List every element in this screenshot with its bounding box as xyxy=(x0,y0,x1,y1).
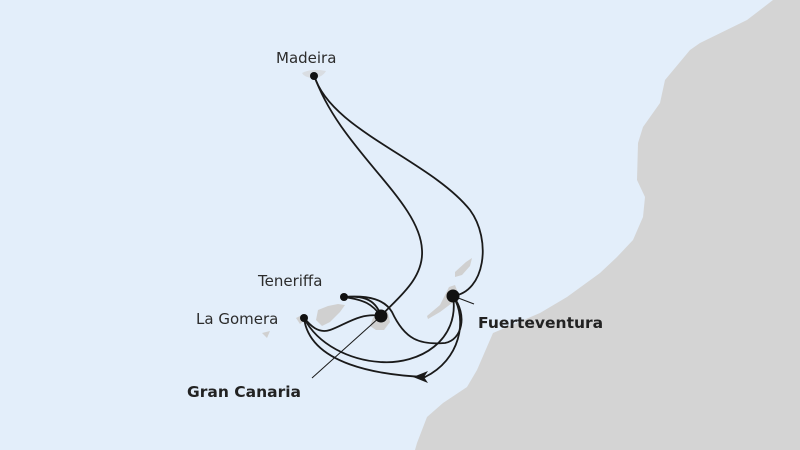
port-label-la-gomera: La Gomera xyxy=(196,310,279,328)
arrowhead-icon xyxy=(413,371,428,383)
port-label-teneriffa: Teneriffa xyxy=(258,272,323,290)
island-el-hierro xyxy=(262,331,270,338)
port-label-madeira: Madeira xyxy=(276,49,337,67)
island-tenerife xyxy=(316,304,345,326)
port-marker-gran-canaria[interactable] xyxy=(374,309,388,323)
mainland-africa xyxy=(415,0,800,450)
port-marker-teneriffa[interactable] xyxy=(340,293,348,301)
port-label-gran-canaria: Gran Canaria xyxy=(187,383,302,401)
port-label-fuerteventura: Fuerteventura xyxy=(478,314,604,332)
island-lanzarote xyxy=(455,258,472,277)
port-marker-fuerteventura[interactable] xyxy=(446,289,460,303)
gran-canaria-pointer-line xyxy=(311,315,382,379)
port-marker-madeira[interactable] xyxy=(310,72,318,80)
port-marker-la-gomera[interactable] xyxy=(300,314,308,322)
